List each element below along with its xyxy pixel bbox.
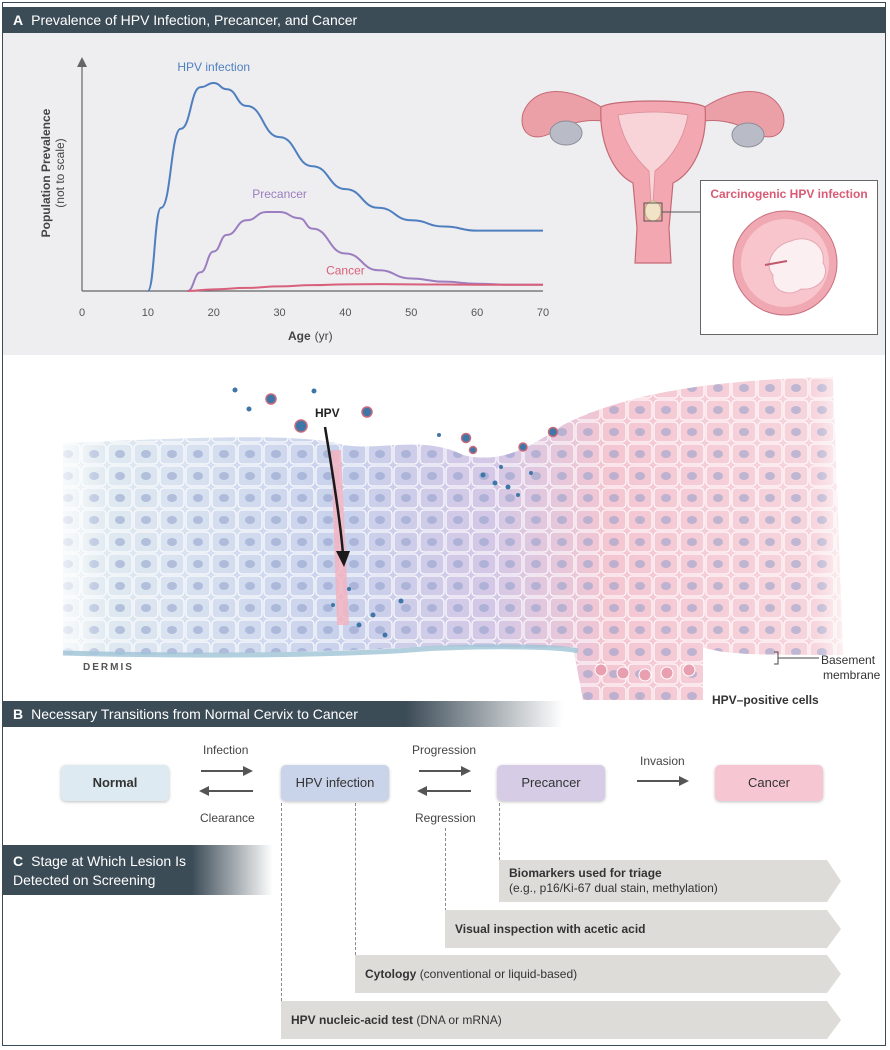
basement-label-1: Basement xyxy=(821,653,876,667)
dashed-line-cytology xyxy=(355,803,356,955)
uterus-illustration xyxy=(521,91,785,264)
transition-regression: Regression xyxy=(415,811,476,825)
y-axis-label-sub: (not to scale) xyxy=(53,138,67,207)
series-label-cancer: Cancer xyxy=(326,263,365,277)
dashed-line-via xyxy=(445,828,446,911)
chart-axes xyxy=(77,57,543,292)
section-b-header: B Necessary Transitions from Normal Cervi… xyxy=(3,701,563,727)
section-a-header: A Prevalence of HPV Infection, Precancer,… xyxy=(3,7,885,33)
series-line-precancer xyxy=(187,210,543,292)
stage-cancer-label: Cancer xyxy=(748,775,790,790)
x-tick-label-20: 20 xyxy=(208,307,220,319)
biomarkers-title: Biomarkers used for triage xyxy=(509,866,662,880)
dashed-line-biomarkers xyxy=(499,803,500,860)
x-tick-label-70: 70 xyxy=(537,307,549,319)
x-tick-label-40: 40 xyxy=(339,307,351,319)
stage-precancer-label: Precancer xyxy=(521,775,581,790)
transition-arrows xyxy=(199,766,689,796)
inset-label: Carcinogenic HPV infection xyxy=(710,187,868,201)
prevalence-chart: 0 10 20 30 40 50 60 70 HPV infectionPrecancerCa… xyxy=(39,57,549,343)
x-tick-label-10: 10 xyxy=(142,307,154,319)
stage-box-cancer: Cancer xyxy=(715,765,823,801)
y-axis-label: Population Prevalence (not to scale) xyxy=(39,108,67,237)
hpv-test-title: HPV nucleic-acid test xyxy=(291,1013,414,1027)
x-tick-label-50: 50 xyxy=(405,307,417,319)
dermis-label: DERMIS xyxy=(83,662,134,673)
section-a-title: Prevalence of HPV Infection, Precancer, … xyxy=(31,12,358,28)
y-axis-label-main: Population Prevalence xyxy=(39,108,53,237)
transition-clearance: Clearance xyxy=(200,811,255,825)
hpv-virus-label: HPV xyxy=(315,406,340,420)
transition-progression: Progression xyxy=(412,743,477,757)
screening-cytology: Cytology (conventional or liquid-based) xyxy=(355,955,841,993)
hpv-test-detail: (DNA or mRNA) xyxy=(416,1013,502,1027)
stage-normal-label: Normal xyxy=(92,775,138,790)
section-c-letter: C xyxy=(13,853,24,869)
cervix-inset-graphic xyxy=(732,210,838,316)
series-line-cancer xyxy=(187,283,543,292)
series-label-hpv-infection: HPV infection xyxy=(177,60,250,74)
inset-box: Carcinogenic HPV infection xyxy=(700,180,878,335)
via-title: Visual inspection with acetic acid xyxy=(455,922,646,936)
dashed-line-hpv-test xyxy=(281,803,282,1001)
hpv-positive-cells-label: HPV–positive cells xyxy=(712,693,819,707)
screening-hpv-test: HPV nucleic-acid test (DNA or mRNA) xyxy=(281,1001,841,1039)
basement-label-2: membrane xyxy=(823,668,881,682)
stage-box-normal: Normal xyxy=(61,765,169,801)
biomarkers-sub: (e.g., p16/Ki-67 dual stain, methylation… xyxy=(509,881,718,895)
stage-hpv-label: HPV infection xyxy=(295,775,375,790)
x-tick-label-60: 60 xyxy=(471,307,483,319)
epithelium-illustration: HPV Basement membrane HPV–positive cells xyxy=(43,370,881,707)
transition-invasion: Invasion xyxy=(640,754,685,768)
x-tick-label-30: 30 xyxy=(273,307,285,319)
screening-via: Visual inspection with acetic acid xyxy=(445,910,841,948)
section-b-title: Necessary Transitions from Normal Cervix… xyxy=(31,706,358,722)
x-tick-labels: 0 10 20 30 40 50 60 70 xyxy=(79,307,549,319)
section-c-title: Stage at Which Lesion Is Detected on Scr… xyxy=(13,853,186,888)
x-tick-label-0: 0 xyxy=(79,307,85,319)
x-axis-label-main: Age xyxy=(288,329,311,343)
x-axis-label: Age (yr) xyxy=(288,329,333,343)
x-axis-label-unit: (yr) xyxy=(315,329,333,343)
stage-box-hpv-infection: HPV infection xyxy=(281,765,389,801)
series-line-hpv-infection xyxy=(146,81,543,292)
transition-infection: Infection xyxy=(203,743,249,757)
series-label-precancer: Precancer xyxy=(252,187,307,201)
cytology-detail: (conventional or liquid-based) xyxy=(419,967,578,981)
section-a-letter: A xyxy=(13,12,24,28)
screening-biomarkers: Biomarkers used for triage (e.g., p16/Ki… xyxy=(499,860,841,902)
section-b-letter: B xyxy=(13,706,24,722)
y-axis-arrowhead xyxy=(77,57,87,67)
stage-box-precancer: Precancer xyxy=(497,765,605,801)
cytology-title: Cytology xyxy=(365,967,417,981)
